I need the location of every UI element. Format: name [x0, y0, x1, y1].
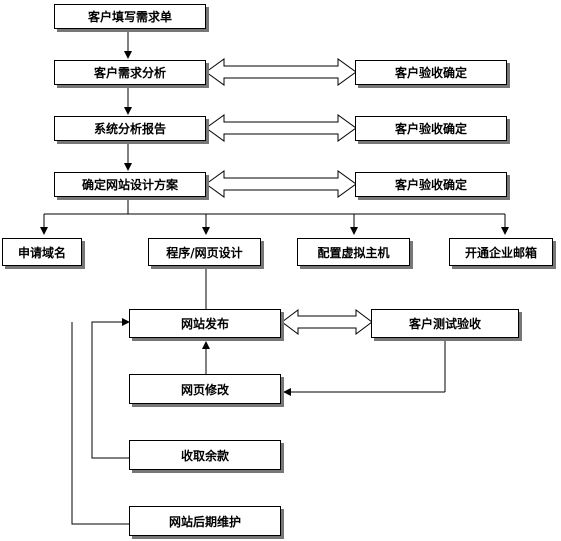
arrow-maintain-loop: [71, 322, 129, 525]
node-virtual-host: 配置虚拟主机: [297, 238, 410, 266]
node-fill-request: 客户填写需求单: [54, 4, 206, 29]
node-program-design: 程序/网页设计: [148, 238, 261, 266]
double-arrow-3: [205, 170, 357, 198]
node-enterprise-mail: 开通企业邮箱: [449, 238, 553, 266]
node-design-plan: 确定网站设计方案: [54, 172, 206, 197]
double-arrow-1: [205, 58, 357, 86]
node-customer-accept-3: 客户验收确定: [355, 172, 507, 197]
node-page-modify: 网页修改: [129, 374, 281, 404]
double-arrow-publish-test: [281, 309, 373, 335]
double-arrow-2: [205, 114, 357, 142]
node-requirement-analysis: 客户需求分析: [54, 60, 206, 85]
node-site-maintain: 网站后期维护: [129, 506, 281, 536]
node-system-analysis: 系统分析报告: [54, 116, 206, 141]
node-collect-balance: 收取余款: [129, 440, 281, 470]
node-test-accept: 客户测试验收: [371, 309, 519, 338]
node-customer-accept-2: 客户验收确定: [355, 116, 507, 141]
node-site-publish: 网站发布: [129, 309, 281, 338]
node-customer-accept-1: 客户验收确定: [355, 60, 507, 85]
arrow-balance-loop: [91, 318, 130, 459]
node-domain-apply: 申请域名: [2, 238, 82, 266]
